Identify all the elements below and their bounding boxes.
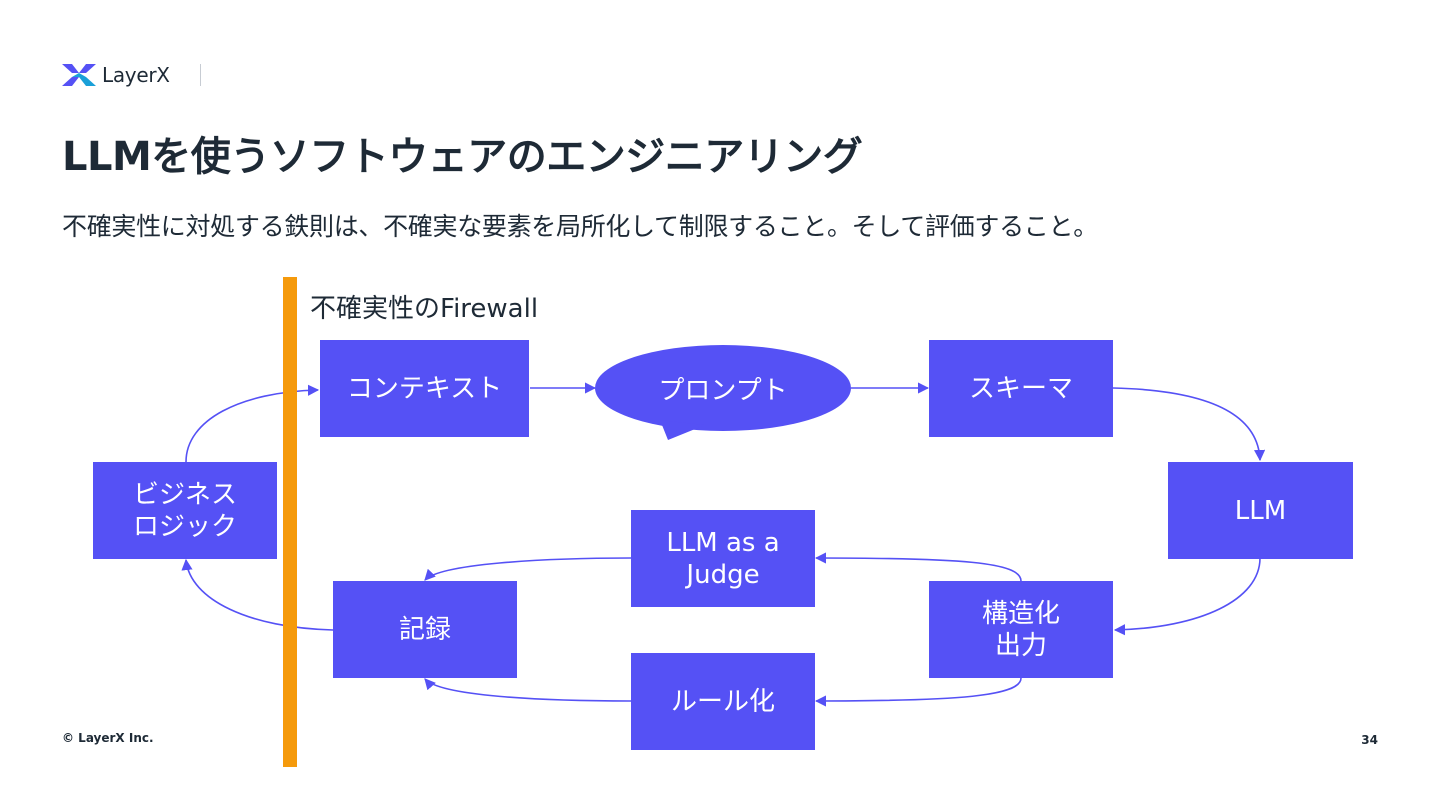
firewall-bar [283, 277, 297, 767]
node-structured-output: 構造化 出力 [929, 581, 1113, 678]
node-prompt: プロンプト [658, 375, 788, 406]
node-rule: ルール化 [631, 653, 815, 750]
node-llm: LLM [1168, 462, 1353, 559]
page-title: LLMを使うソフトウェアのエンジニアリング [62, 134, 863, 180]
arrow-schema-to-llm [1112, 387, 1266, 462]
arrow-output-to-judge [814, 552, 1022, 582]
logo-text: LayerX [102, 63, 170, 87]
arrow-judge-to-record [424, 557, 632, 581]
arrow-output-to-rule [814, 677, 1022, 707]
logo-separator [200, 64, 201, 86]
page-subtitle: 不確実性に対処する鉄則は、不確実な要素を局所化して制限すること。そして評価するこ… [62, 212, 1098, 241]
node-record: 記録 [333, 581, 517, 678]
copyright: © LayerX Inc. [62, 731, 154, 745]
firewall-label: 不確実性のFirewall [310, 294, 539, 324]
arrow-record-to-business [181, 558, 334, 631]
prompt-bubble [595, 345, 851, 440]
node-llm-judge: LLM as a Judge [631, 510, 815, 607]
layerx-logo-icon [62, 64, 96, 86]
arrow-rule-to-record [424, 678, 632, 702]
page-number: 34 [1361, 733, 1378, 747]
node-business-logic: ビジネス ロジック [93, 462, 277, 559]
node-context: コンテキスト [320, 340, 529, 437]
arrow-llm-to-output [1113, 557, 1261, 636]
node-schema: スキーマ [929, 340, 1113, 437]
logo: LayerX [62, 60, 170, 90]
arrow-business-to-context [185, 384, 320, 463]
